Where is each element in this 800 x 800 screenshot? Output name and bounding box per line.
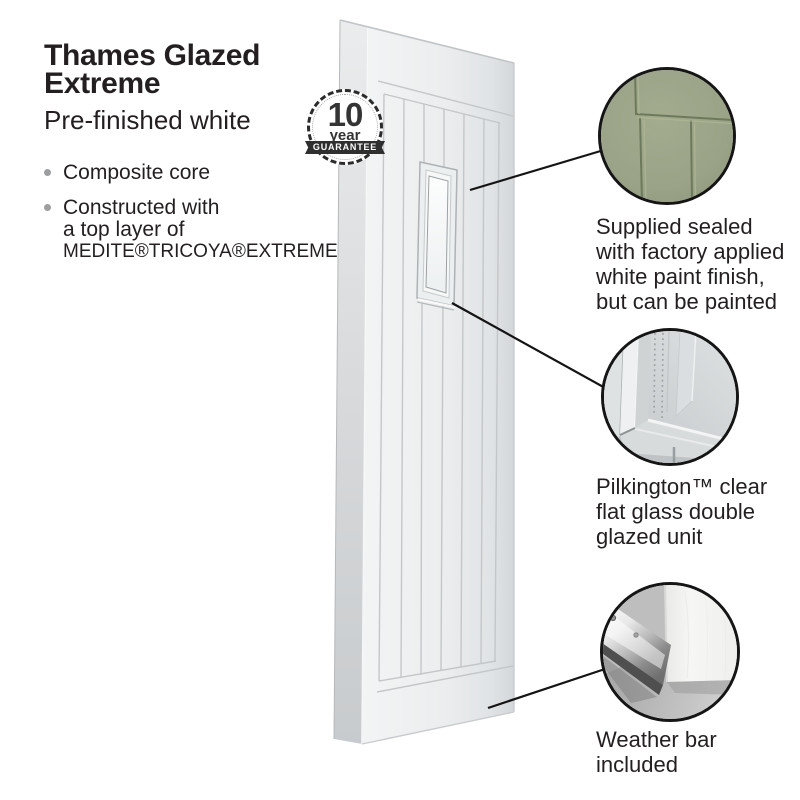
weather-bar-photo-circle	[600, 582, 740, 722]
caption-line: white paint finish,	[596, 264, 765, 289]
callout-line-paint	[469, 148, 605, 192]
feature-list: Composite core Constructed with a top la…	[44, 162, 338, 263]
weather-bar-detail-image	[603, 585, 737, 719]
bullet-icon	[44, 169, 51, 176]
painted-door-detail-image	[601, 70, 733, 202]
guarantee-banner: GUARANTEE	[305, 141, 385, 154]
caption-line: Supplied sealed	[596, 214, 753, 239]
caption-paint-finish: Supplied sealed with factory applied whi…	[596, 214, 784, 314]
door-panel-grooves	[376, 80, 514, 693]
door-plank-grooves	[400, 98, 485, 679]
caption-line: glazed unit	[596, 524, 703, 549]
paint-finish-photo-circle	[598, 67, 736, 205]
glazing-window	[416, 161, 458, 311]
caption-weather-bar: Weather bar included	[596, 727, 717, 777]
feature-text: a top layer of	[63, 218, 185, 241]
caption-glazing: Pilkington™ clear flat glass double glaz…	[596, 474, 767, 549]
callout-line-glazing	[451, 302, 608, 390]
title-line-1: Thames Glazed	[44, 39, 261, 72]
badge-inner-ring-icon	[312, 94, 378, 160]
feature-text: Composite core	[63, 161, 211, 184]
feature-text: Constructed with	[63, 196, 220, 219]
caption-line: Weather bar	[596, 727, 717, 752]
subtitle: Pre-finished white	[44, 105, 251, 135]
glazing-photo-circle	[601, 328, 739, 466]
feature-text-brand: MEDITE®TRICOYA®EXTREME	[63, 241, 338, 262]
door-face	[339, 19, 515, 745]
page-title: Thames Glazed Extreme	[44, 39, 338, 100]
feature-item-construction: Constructed with a top layer of MEDITE®T…	[44, 197, 338, 263]
intro-block: Thames Glazed Extreme Pre-finished white…	[44, 39, 338, 276]
caption-line: Pilkington™ clear	[596, 474, 768, 499]
caption-line: with factory applied	[596, 239, 785, 264]
title-line-2: Extreme	[44, 67, 161, 100]
glazed-unit-detail-image	[604, 331, 736, 463]
bullet-icon	[44, 204, 51, 211]
feature-item-composite-core: Composite core	[44, 162, 338, 184]
caption-line: but can be painted	[596, 289, 778, 314]
caption-line: included	[596, 752, 678, 777]
caption-line: flat glass double	[596, 499, 755, 524]
callout-line-weatherbar	[487, 667, 606, 710]
